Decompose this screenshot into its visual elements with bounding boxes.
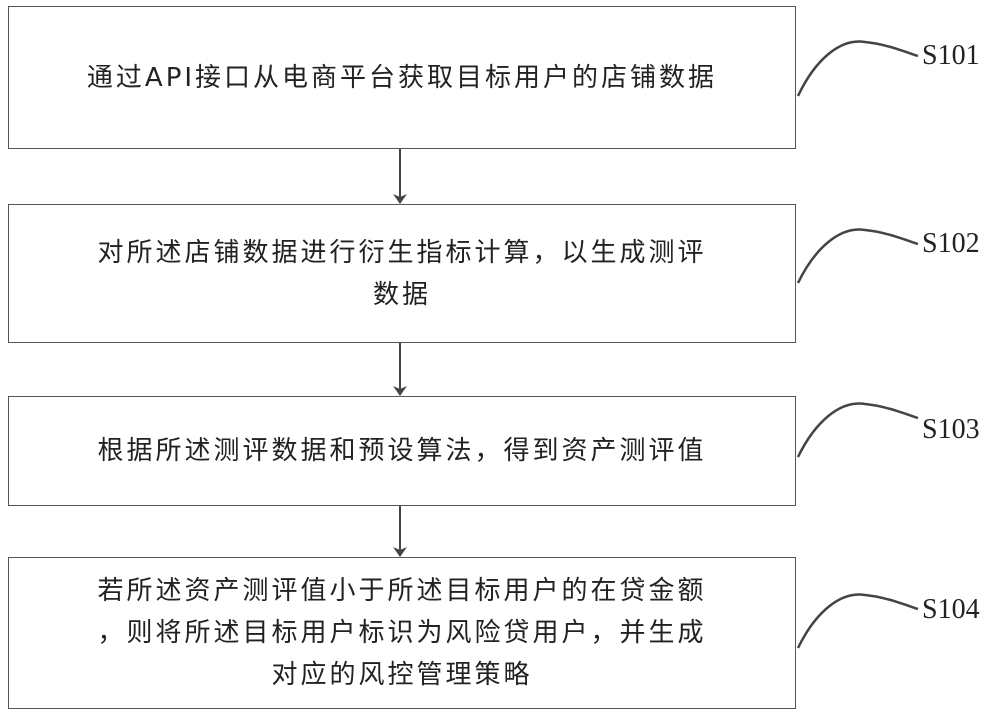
step-box-s102: 对所述店铺数据进行衍生指标计算，以生成测评 数据 bbox=[8, 204, 796, 343]
step-text: 根据所述测评数据和预设算法，得到资产测评值 bbox=[97, 430, 706, 472]
step-text: 若所述资产测评值小于所述目标用户的在贷金额 bbox=[97, 570, 706, 612]
leader-curve-s104 bbox=[798, 595, 918, 648]
step-label-s104: S104 bbox=[922, 594, 980, 626]
step-text: 对应的风控管理策略 bbox=[271, 654, 532, 696]
step-label-s102: S102 bbox=[922, 228, 980, 260]
step-box-s103: 根据所述测评数据和预设算法，得到资产测评值 bbox=[8, 396, 796, 506]
leader-curve-s102 bbox=[798, 230, 918, 283]
leader-curve-s103 bbox=[798, 404, 918, 457]
step-label-s101: S101 bbox=[922, 40, 980, 72]
step-box-s101: 通过API接口从电商平台获取目标用户的店铺数据 bbox=[8, 6, 796, 149]
step-text: 通过API接口从电商平台获取目标用户的店铺数据 bbox=[87, 57, 717, 99]
leader-curve-s101 bbox=[798, 42, 918, 96]
step-text: ，则将所述目标用户标识为风险贷用户，并生成 bbox=[97, 612, 706, 654]
step-box-s104: 若所述资产测评值小于所述目标用户的在贷金额 ，则将所述目标用户标识为风险贷用户，… bbox=[8, 557, 796, 709]
step-label-s103: S103 bbox=[922, 414, 980, 446]
step-text: 对所述店铺数据进行衍生指标计算，以生成测评 bbox=[97, 232, 706, 274]
step-text: 数据 bbox=[373, 274, 431, 316]
